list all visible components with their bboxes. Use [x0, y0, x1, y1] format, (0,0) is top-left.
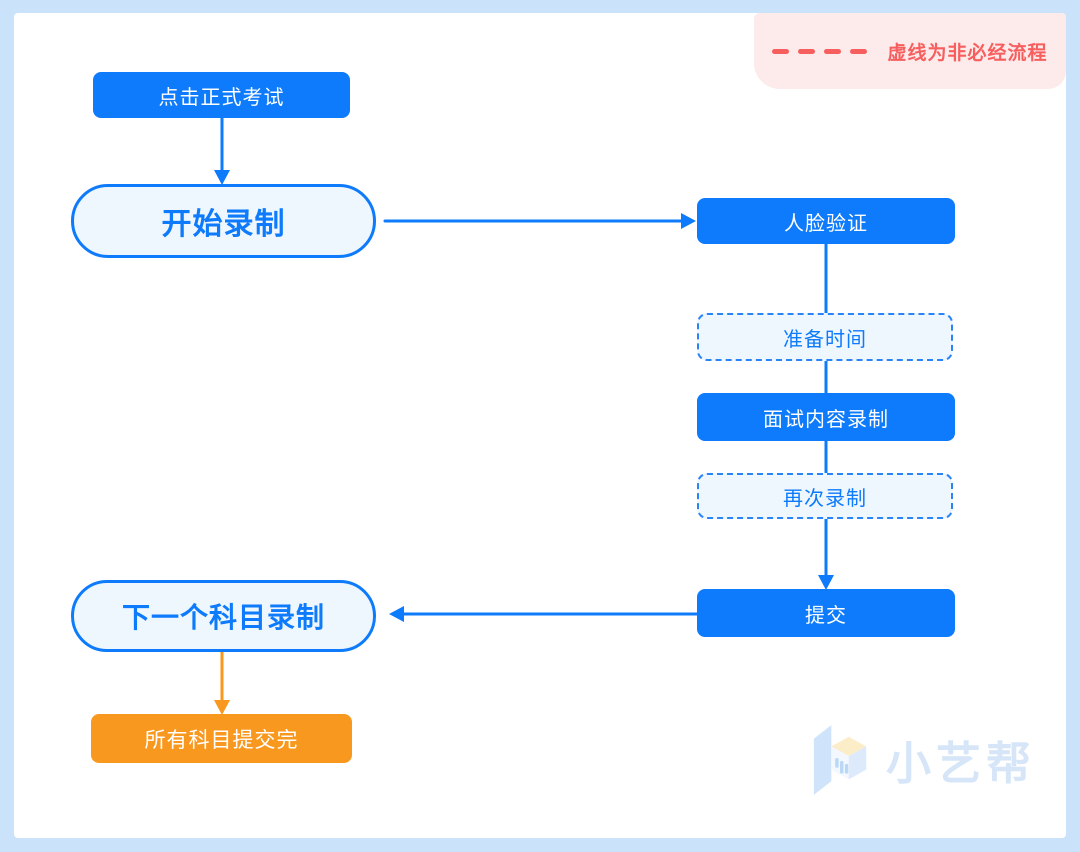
node-label: 面试内容录制	[763, 408, 889, 431]
xiaoyibang-logo-icon	[813, 725, 867, 795]
flowchart-canvas: 虚线为非必经流程 点击正式考试	[14, 13, 1066, 838]
flow-node-all-subjects-submitted: 所有科目提交完	[91, 714, 352, 763]
legend: 虚线为非必经流程	[754, 13, 1066, 89]
flow-node-preparation-time: 准备时间	[697, 313, 953, 361]
legend-label: 虚线为非必经流程	[887, 42, 1048, 64]
node-label: 提交	[805, 604, 847, 627]
dash-segment	[772, 48, 790, 54]
node-label: 人脸验证	[784, 212, 868, 235]
node-label: 下一个科目录制	[121, 602, 325, 633]
node-label: 所有科目提交完	[144, 728, 299, 752]
flow-node-next-subject-recording: 下一个科目录制	[71, 580, 376, 652]
flow-node-face-verification: 人脸验证	[697, 198, 955, 244]
flow-node-re-recording: 再次录制	[697, 473, 953, 519]
brand-name: 小艺帮	[885, 737, 1036, 789]
dashed-line-sample-icon	[772, 48, 868, 54]
brand-watermark: 小艺帮	[810, 720, 1036, 798]
node-label: 点击正式考试	[158, 86, 285, 109]
flow-node-start-recording: 开始录制	[71, 184, 376, 258]
dash-segment	[824, 48, 842, 54]
node-label: 开始录制	[161, 208, 286, 241]
dash-segment	[798, 48, 816, 54]
flow-node-submit: 提交	[697, 589, 955, 637]
dash-segment	[850, 48, 868, 54]
node-label: 准备时间	[783, 328, 867, 351]
node-label: 再次录制	[783, 487, 867, 510]
flow-node-click-formal-exam: 点击正式考试	[93, 72, 350, 118]
flow-node-interview-recording: 面试内容录制	[697, 393, 955, 441]
